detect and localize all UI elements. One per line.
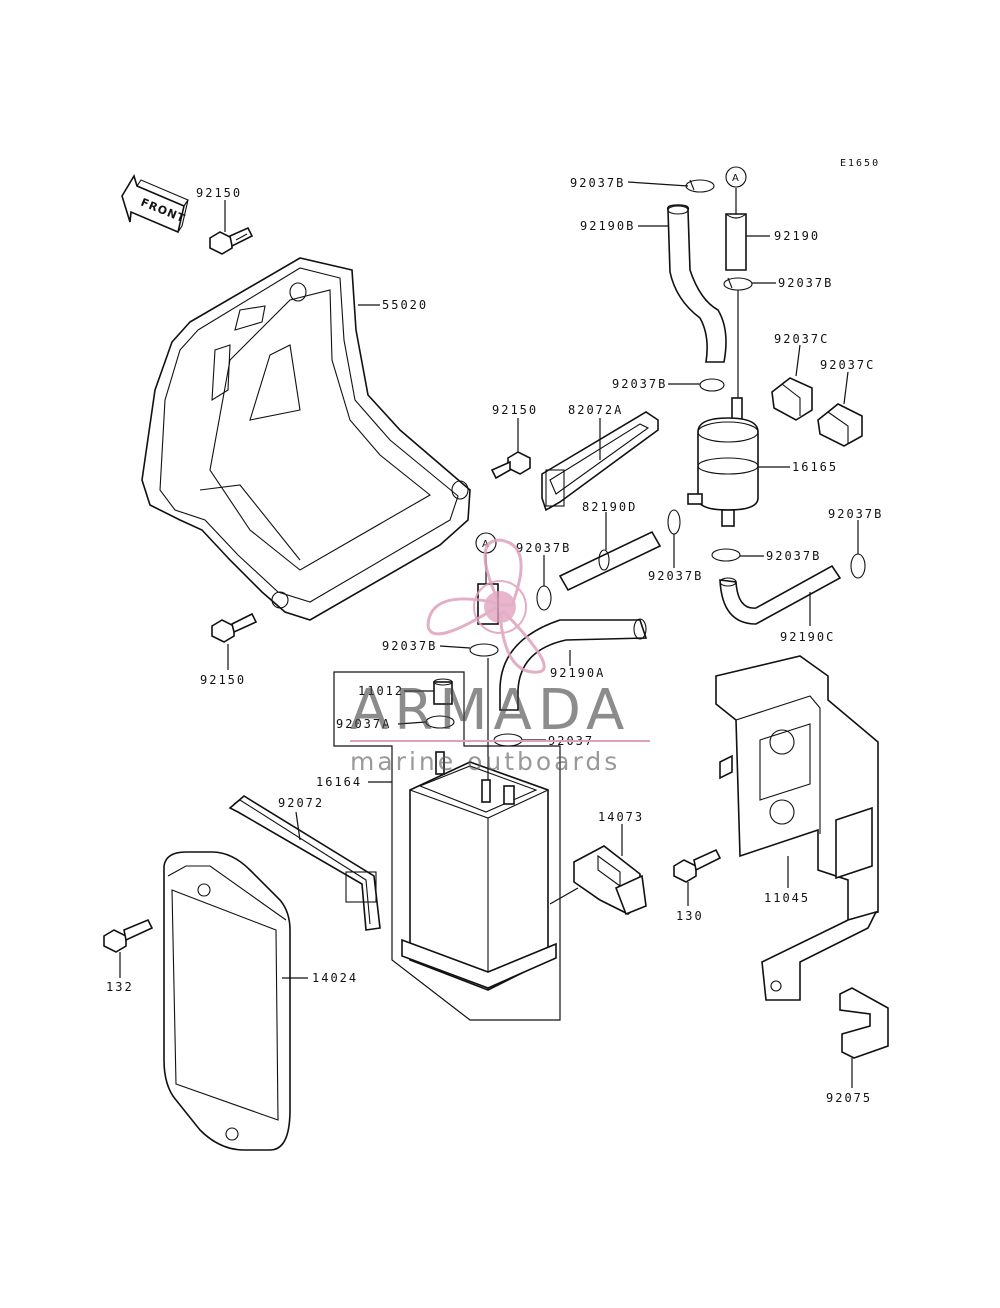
bolt-130 (673, 848, 722, 883)
label-132: 132 (106, 980, 134, 994)
hose-92190c (719, 564, 842, 625)
hose-92190a (499, 618, 648, 711)
bolt-132 (103, 918, 154, 953)
label-92150-top: 92150 (196, 186, 242, 200)
bolt-92150-top (209, 226, 254, 255)
watermark-tagline: marine outboards (350, 747, 620, 776)
label-16164: 16164 (316, 775, 362, 789)
clamp-92037b-4 (667, 509, 681, 535)
label-92190a: 92190A (550, 666, 605, 680)
clip-92037c-1 (771, 377, 813, 421)
label-92190c: 92190C (780, 630, 835, 644)
hose-82190d (558, 530, 662, 592)
bolt-92150-bot (211, 612, 258, 643)
label-92037c-1: 92037C (774, 332, 829, 346)
watermark-brand: ARMADA (350, 678, 630, 743)
label-92190: 92190 (774, 229, 820, 243)
label-92037b-3: 92037B (612, 377, 667, 391)
part-14073-clip (573, 845, 647, 916)
svg-text:A: A (732, 173, 739, 184)
front-arrow-icon: FRONT (121, 174, 189, 234)
part-55020-cover (141, 257, 471, 621)
label-92072: 92072 (278, 796, 324, 810)
ref-circle-a-top: A (725, 166, 747, 188)
part-11045-bracket (715, 655, 879, 1001)
label-14073: 14073 (598, 810, 644, 824)
label-92037b-8: 92037B (382, 639, 437, 653)
label-92037b-7: 92037B (516, 541, 571, 555)
part-11012-cap (433, 678, 453, 705)
hose-92190b (666, 204, 727, 363)
bolt-92150-mid (490, 451, 531, 480)
label-82190d: 82190D (582, 500, 637, 514)
part-14024-cover (163, 851, 291, 1151)
label-92037a: 92037A (336, 717, 391, 731)
svg-text:A: A (482, 539, 489, 550)
part-labels: 92150 55020 92150 92150 92037B 92190B 92… (106, 176, 883, 1105)
watermark: ARMADA marine outboards (350, 538, 650, 776)
label-92037c-2: 92037C (820, 358, 875, 372)
part-92075-clip (839, 987, 889, 1059)
clamp-92037b-3 (699, 378, 725, 392)
clamp-92037b-1 (685, 179, 715, 193)
label-11045: 11045 (764, 891, 810, 905)
label-16165: 16165 (792, 460, 838, 474)
label-92037b-2: 92037B (778, 276, 833, 290)
label-130: 130 (676, 909, 704, 923)
label-92075: 92075 (826, 1091, 872, 1105)
label-14024: 14024 (312, 971, 358, 985)
part-16165-filter (687, 397, 759, 527)
clamp-92037b-5 (711, 548, 741, 562)
label-11012: 11012 (358, 684, 404, 698)
part-16164-canister (401, 751, 557, 991)
label-82072a: 82072A (568, 403, 623, 417)
label-92037b-1: 92037B (570, 176, 625, 190)
label-92037b-4: 92037B (648, 569, 703, 583)
clamp-92037b-2 (723, 277, 753, 291)
propeller-logo-icon (426, 538, 546, 674)
strap-82072a (541, 411, 659, 512)
clamp-92037b-6 (850, 553, 866, 579)
diagram-code: E1650 (840, 158, 880, 169)
label-55020: 55020 (382, 298, 428, 312)
assy-box-16164 (333, 671, 561, 1021)
clamp-92037b-8 (469, 643, 499, 657)
label-92150-bot: 92150 (200, 673, 246, 687)
label-92190b: 92190B (580, 219, 635, 233)
label-92037b-6: 92037B (828, 507, 883, 521)
label-92150-mid: 92150 (492, 403, 538, 417)
clamp-92037b-7 (536, 585, 552, 611)
hose-92190 (725, 213, 747, 271)
strap-92072 (228, 795, 381, 931)
label-92037b-5: 92037B (766, 549, 821, 563)
clip-92037c-2 (817, 403, 863, 447)
